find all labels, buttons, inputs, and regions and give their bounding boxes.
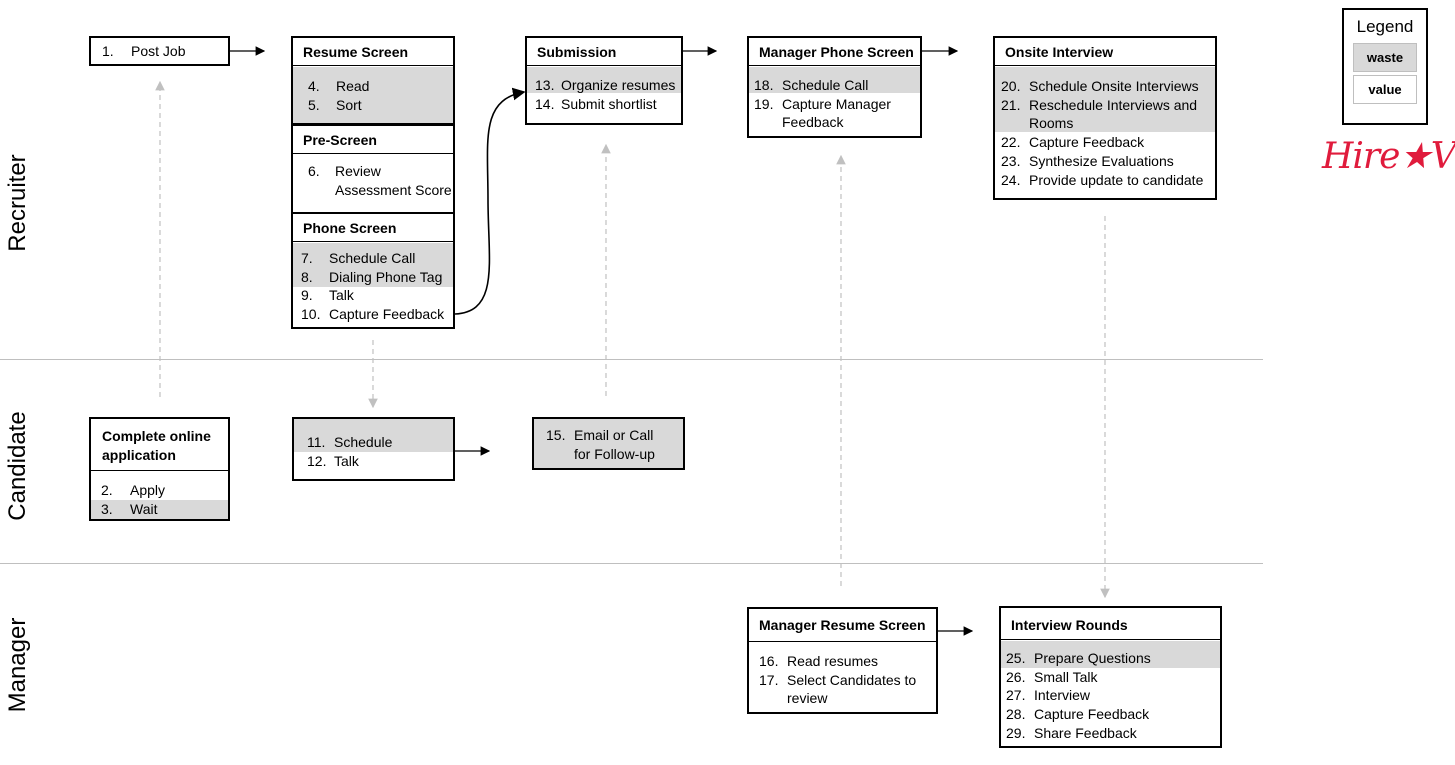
step-number: 11. [307,434,326,450]
step-text: Capture Feedback [1029,134,1145,150]
step-text: Capture Feedback [1034,706,1150,722]
step-text: Sort [336,97,362,113]
legend-title: Legend [1356,17,1414,36]
legend-item-waste: waste [1353,43,1417,72]
box-title: Resume Screen [293,38,453,66]
step-text: Submit shortlist [561,96,657,112]
step-text: Capture Feedback [329,306,445,322]
candidate-schedule-box: 11. Schedule 12. Talk [292,417,455,481]
step-text: for Follow-up [574,446,655,462]
step-text: Share Feedback [1034,725,1137,741]
box-title-line-2: application [102,447,176,463]
post-job-box: 1. Post Job [89,36,230,66]
box-title-line-1: Complete online [102,428,211,444]
box-title: Manager Resume Screen [749,609,936,642]
lane-divider-2 [0,563,1263,564]
step-text: Email or Call [574,427,654,443]
step-text: Rooms [1029,115,1074,131]
step-number: 6. [308,163,320,179]
step-text: Schedule [334,434,393,450]
step-text: Schedule Call [782,77,869,93]
step-text: Read resumes [787,653,879,669]
step-number: 17. [759,672,779,688]
step-text: Post Job [131,43,186,59]
step-number: 23. [1001,153,1021,169]
arrow-phone-to-submission [454,87,526,315]
step-text: Schedule Onsite Interviews [1029,78,1199,94]
pre-screen-box: Pre-Screen 6. Review Assessment Score [291,124,455,214]
step-number: 25. [1006,650,1026,666]
manager-phone-screen-box: Manager Phone Screen 18. Schedule Call 19… [747,36,922,138]
step-text: Schedule Call [329,250,416,266]
step-text: Small Talk [1034,669,1098,685]
step-number: 4. [308,78,320,94]
step-text: Apply [130,482,166,498]
legend-item-value: value [1353,75,1417,104]
step-text: Synthesize Evaluations [1029,153,1174,169]
interview-rounds-box: Interview Rounds 25. Prepare Questions 26… [999,606,1222,748]
step-number: 21. [1001,97,1021,113]
step-number: 9. [301,287,313,303]
step-number: 1. [102,43,114,59]
step-text: Provide update to candidate [1029,172,1204,188]
box-title: Submission [527,38,681,66]
step-text: Talk [329,287,354,303]
step-text: review [787,690,828,706]
step-number: 13. [535,77,555,93]
step-text: Talk [334,453,359,469]
submission-box: Submission 13. Organize resumes 14. Submit… [525,36,683,125]
step-text: Read [336,78,370,94]
step-text: Select Candidates to [787,672,917,688]
email-followup-box: 15. Email or Call for Follow-up [532,417,685,470]
onsite-interview-box: Onsite Interview 20. Schedule Onsite Inte… [993,36,1217,200]
complete-application-box: Complete online application 2. Apply 3. Wa… [89,417,230,521]
phone-screen-box: Phone Screen 7. Schedule Call 8. Dialing P… [291,212,455,329]
step-number: 14. [535,96,555,112]
step-number: 8. [301,269,313,285]
resume-screen-box: Resume Screen 4. Read 5. Sort [291,36,455,125]
step-text: Organize resumes [561,77,676,93]
step-number: 29. [1006,725,1026,741]
step-text: Prepare Questions [1034,650,1151,666]
step-number: 15. [546,427,566,443]
box-title: Interview Rounds [1001,608,1220,640]
step-number: 22. [1001,134,1021,150]
step-number: 28. [1006,706,1026,722]
step-number: 5. [308,97,320,113]
box-title: Pre-Screen [293,126,453,154]
step-text: Review [335,163,381,179]
step-text: Reschedule Interviews and [1029,97,1198,113]
step-text: Capture Manager [782,96,891,112]
box-title: Manager Phone Screen [749,38,920,66]
step-text: Assessment Score [335,182,452,198]
step-text: Wait [130,501,158,517]
step-number: 10. [301,306,321,322]
manager-resume-screen-box: Manager Resume Screen 16. Read resumes 17… [747,607,938,714]
step-number: 7. [301,250,313,266]
box-title: Phone Screen [293,214,453,242]
step-number: 16. [759,653,779,669]
step-number: 3. [101,501,113,517]
step-number: 27. [1006,687,1026,703]
step-number: 24. [1001,172,1021,188]
step-number: 12. [307,453,327,469]
step-number: 2. [101,482,113,498]
step-text: Interview [1034,687,1091,703]
step-text: Feedback [782,114,844,130]
hirevue-logo: Hire★Vue [1322,136,1455,177]
step-number: 18. [754,77,774,93]
step-number: 19. [754,96,774,112]
lane-divider-1 [0,359,1263,360]
step-number: 20. [1001,78,1021,94]
box-title: Onsite Interview [995,38,1215,66]
step-number: 26. [1006,669,1026,685]
legend: Legend waste value [1342,8,1428,125]
step-text: Dialing Phone Tag [329,269,443,285]
